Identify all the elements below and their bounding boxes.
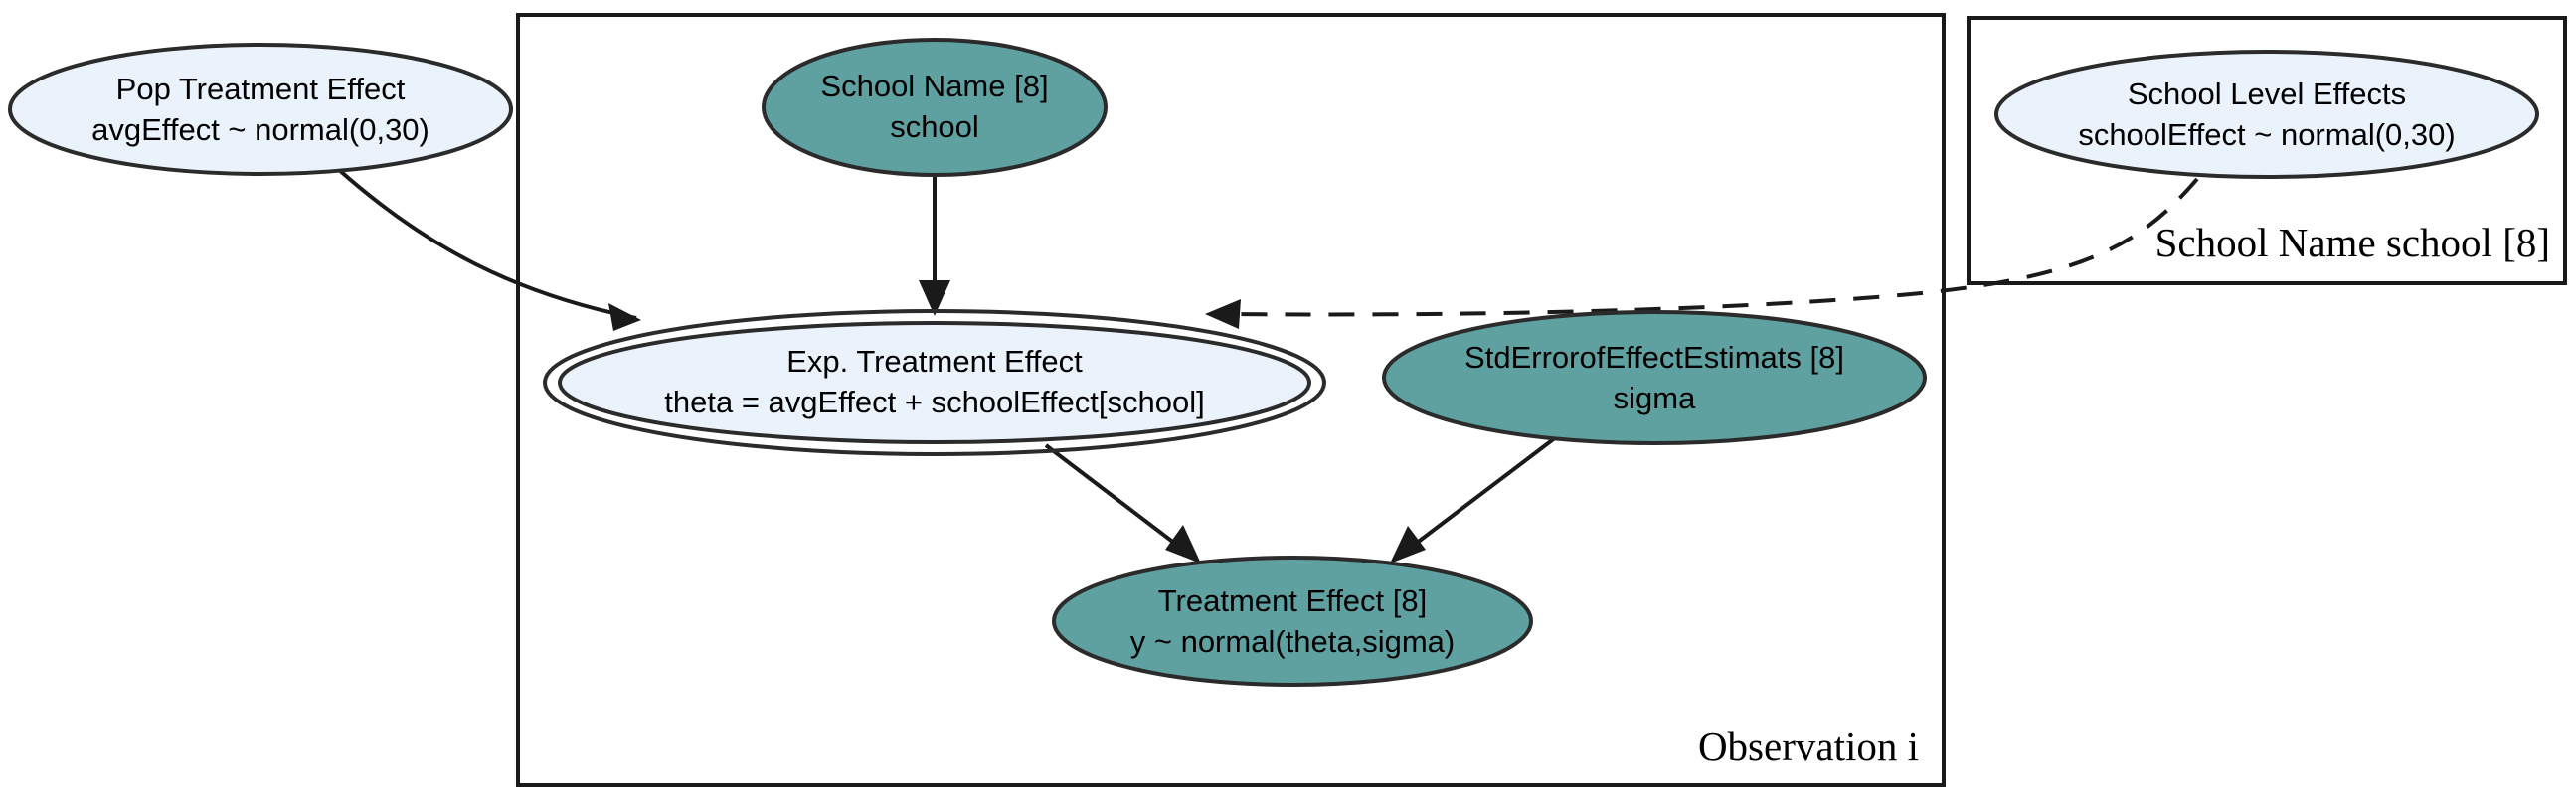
exp-treatment-effect-line1: Exp. Treatment Effect (786, 344, 1083, 379)
std-error-node[interactable]: StdErrorofEffectEstimats [8] sigma (1382, 310, 1927, 445)
school-name-ellipse[interactable] (762, 38, 1108, 177)
arrow-head-icon (1165, 525, 1201, 564)
edge-path (1402, 435, 1558, 555)
school-name-node[interactable]: School Name [8] school (762, 38, 1108, 177)
std-error-line1: StdErrorofEffectEstimats [8] (1464, 340, 1844, 375)
school-name-line1: School Name [8] (820, 69, 1048, 103)
exp-treatment-effect-node[interactable]: Exp. Treatment Effect theta = avgEffect … (543, 309, 1326, 456)
treatment-effect-ellipse[interactable] (1052, 556, 1533, 687)
school-level-effects-line2: schoolEffect ~ normal(0,30) (2078, 117, 2455, 152)
school-level-effects-ellipse[interactable] (1994, 50, 2539, 179)
school-level-effects-line1: School Level Effects (2128, 77, 2406, 111)
pop-treatment-effect-node[interactable]: Pop Treatment Effect avgEffect ~ normal(… (8, 43, 513, 176)
school-level-effects-node[interactable]: School Level Effects schoolEffect ~ norm… (1994, 50, 2539, 179)
edge-pop-treatment-to-exp-treatment (336, 167, 641, 331)
edge-path (336, 167, 637, 320)
observation-plate-label: Observation i (1698, 724, 1919, 769)
pop-treatment-effect-ellipse[interactable] (8, 43, 513, 176)
arrow-head-icon (919, 280, 950, 316)
edge-path (1044, 443, 1189, 555)
edge-std-error-to-treatment-effect (1390, 435, 1558, 564)
exp-treatment-effect-line2: theta = avgEffect + schoolEffect[school] (664, 385, 1204, 419)
pop-treatment-effect-line2: avgEffect ~ normal(0,30) (91, 112, 429, 147)
pop-treatment-effect-line1: Pop Treatment Effect (116, 72, 406, 106)
school-name-line2: school (890, 109, 979, 144)
school-plate: School Name school [8] (1967, 16, 2567, 285)
treatment-effect-node[interactable]: Treatment Effect [8] y ~ normal(theta,si… (1052, 556, 1533, 687)
arrow-head-icon (1205, 299, 1241, 329)
arrow-head-icon (1390, 526, 1426, 564)
edge-school-level-effects-to-exp-treatment (1205, 177, 2199, 329)
exp-treatment-effect-ellipse[interactable] (558, 321, 1311, 444)
edge-exp-treatment-to-treatment-effect (1044, 443, 1201, 564)
treatment-effect-line2: y ~ normal(theta,sigma) (1130, 624, 1455, 659)
exp-treatment-effect-outer-ellipse (543, 309, 1326, 456)
observation-plate-border (516, 13, 1946, 787)
edge-path (1220, 177, 2199, 317)
school-plate-label: School Name school [8] (2155, 220, 2550, 265)
edge-school-name-to-exp-treatment (919, 177, 950, 316)
std-error-ellipse[interactable] (1382, 310, 1927, 445)
treatment-effect-line1: Treatment Effect [8] (1158, 583, 1428, 618)
observation-plate: Observation i (516, 13, 1946, 787)
std-error-line2: sigma (1614, 381, 1696, 415)
arrow-head-icon (608, 303, 641, 331)
school-plate-border (1967, 16, 2567, 285)
